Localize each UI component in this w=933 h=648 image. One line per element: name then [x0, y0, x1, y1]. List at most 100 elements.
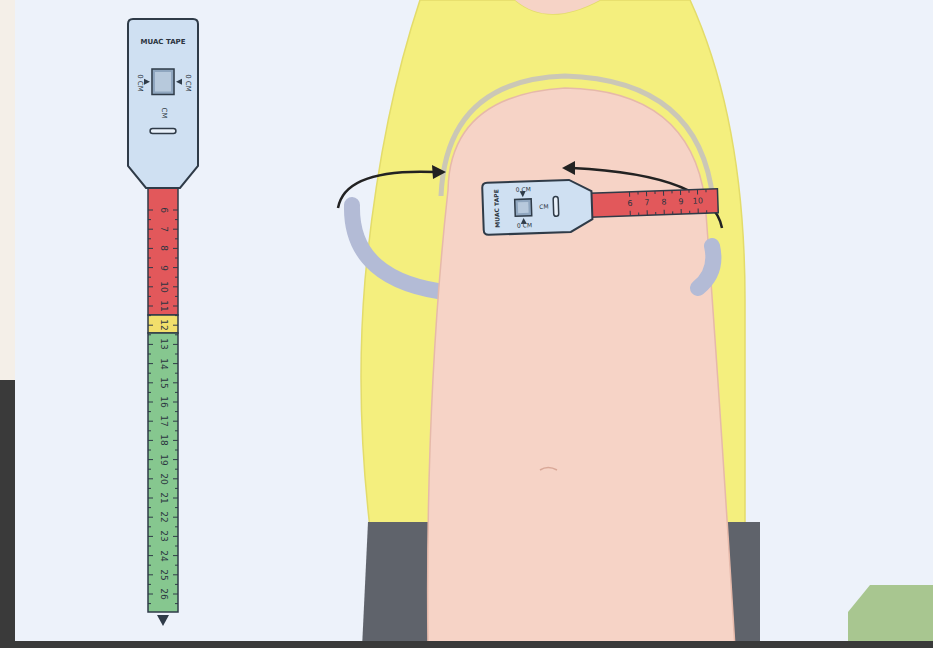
scale-tick	[175, 277, 178, 278]
scale-tick	[672, 211, 673, 214]
muac-tape: MUAC TAPE0 CM0 CMCM678910	[481, 172, 721, 238]
scale-tick	[148, 536, 153, 537]
scale-tick	[175, 450, 178, 451]
scale-band	[148, 188, 178, 315]
scale-number: 6	[159, 207, 168, 213]
scale-tick	[148, 478, 153, 479]
scale-tick	[175, 334, 178, 335]
scale-number: 23	[159, 531, 168, 542]
scale-number: 9	[159, 265, 168, 271]
scale-tick	[175, 526, 178, 527]
scale-number: 8	[661, 199, 666, 207]
scale-tick	[148, 306, 153, 307]
scale-tick	[175, 546, 178, 547]
tape-title: MUAC TAPE	[141, 38, 186, 45]
tape-window	[152, 69, 174, 95]
wrap-arrow	[338, 172, 436, 208]
tape-window	[515, 199, 532, 216]
scale-tick	[148, 546, 151, 547]
scale-number: 22	[159, 511, 168, 522]
scale-tick	[148, 248, 153, 249]
scale-tick	[664, 210, 665, 215]
scale-tick	[175, 507, 178, 508]
unit-label: CM	[160, 108, 167, 119]
scale-tick	[148, 469, 151, 470]
scale-tick	[638, 213, 639, 216]
scale-tick	[173, 574, 178, 575]
unit-label: 0 CM	[183, 74, 190, 92]
scale-number: 24	[159, 550, 168, 561]
scale-tick	[175, 392, 178, 393]
scale-number: 13	[159, 339, 168, 350]
scale-tick	[173, 267, 178, 268]
scale-number: 8	[159, 246, 168, 252]
tape-head	[128, 19, 198, 188]
scale-tick	[173, 286, 178, 287]
scale-number: 12	[159, 319, 168, 330]
wrap-arrow	[572, 168, 722, 228]
unit-label: 0 CM	[517, 222, 532, 229]
scale-tick	[173, 594, 178, 595]
scale-tick	[148, 210, 153, 211]
scale-tick	[148, 382, 153, 383]
scale-tick	[148, 555, 153, 556]
scale-tick	[148, 459, 153, 460]
scale-number: 19	[159, 454, 168, 465]
scale-tick	[175, 584, 178, 585]
scale-tick	[663, 191, 664, 196]
muac-tape: MUAC TAPE0 CM0 CMCM678910111213141516171…	[125, 18, 201, 630]
scale-tick	[175, 219, 178, 220]
scale-number: 10	[159, 281, 168, 292]
scale-tick	[175, 565, 178, 566]
scale-band	[148, 333, 178, 612]
scale-tick	[148, 603, 151, 604]
scale-tick	[698, 208, 699, 213]
scale-tick	[173, 363, 178, 364]
scale-tick	[148, 421, 153, 422]
scale-tick	[173, 402, 178, 403]
scale-tick	[654, 191, 655, 194]
scale-tick	[173, 440, 178, 441]
scale-tick	[148, 373, 151, 374]
unit-label: CM	[539, 204, 549, 210]
scale-tick	[173, 478, 178, 479]
scale-tick	[148, 277, 151, 278]
scale-tick	[148, 315, 151, 316]
scale-tick	[173, 459, 178, 460]
scale-tick	[680, 190, 681, 195]
tape-window	[518, 202, 529, 213]
scale-tick	[148, 488, 151, 489]
scale-tick	[629, 192, 630, 197]
scale-number: 10	[693, 197, 703, 205]
edge-panel	[0, 380, 15, 648]
scale-tick	[173, 210, 178, 211]
sleeve-edge	[441, 76, 713, 200]
scale-tick	[175, 373, 178, 374]
scale-tick	[175, 488, 178, 489]
scale-tick	[671, 190, 672, 193]
scale-number: 14	[159, 358, 168, 369]
scale-number: 17	[159, 415, 168, 426]
tape-head	[482, 179, 593, 235]
corner-shape	[848, 585, 933, 648]
scale-tick	[175, 238, 178, 239]
scale-tick	[705, 189, 706, 192]
scale-tick	[148, 411, 151, 412]
scale-tick	[148, 219, 151, 220]
scale-tick	[148, 584, 151, 585]
scale-tick	[630, 211, 631, 216]
scale-tick	[148, 440, 153, 441]
scale-tick	[646, 191, 647, 196]
scale-tick	[175, 296, 178, 297]
scale-tick	[173, 325, 178, 326]
tape-slot	[150, 129, 176, 134]
edge-panel	[0, 0, 15, 380]
scale-tick	[148, 526, 151, 527]
scale-number: 7	[159, 226, 168, 232]
scale-tick	[175, 354, 178, 355]
bottom-bar	[0, 641, 933, 648]
scale-tick	[175, 411, 178, 412]
scale-tick	[173, 536, 178, 537]
